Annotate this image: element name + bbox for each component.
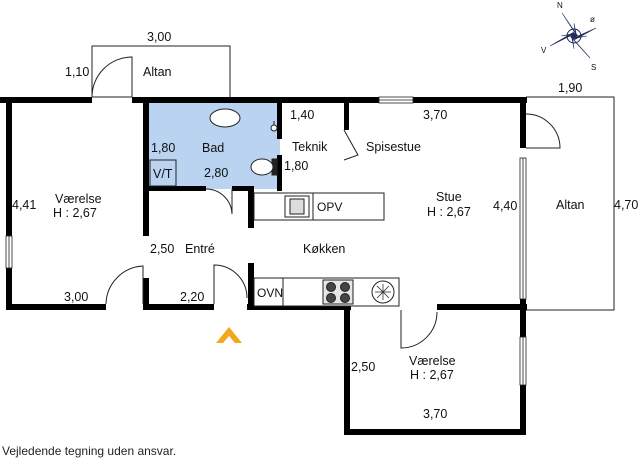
altan-top-outline	[91, 45, 231, 97]
compass-s: S	[591, 63, 596, 72]
label-altan-right: Altan	[556, 198, 585, 212]
label-ovn: OVN	[257, 286, 283, 300]
label-spisestue: Spisestue	[366, 140, 421, 154]
label-vaer1-height: H : 2,67	[53, 206, 97, 220]
bathroom-fixtures	[149, 108, 278, 187]
altan-right-outline	[526, 96, 615, 311]
compass-icon: N ø V S	[541, 1, 596, 72]
interior-walls	[143, 103, 349, 310]
kitchen-counters	[253, 192, 400, 307]
dim-bad-width: 2,80	[204, 166, 228, 180]
label-kokken: Køkken	[303, 242, 345, 256]
shower-icon	[270, 121, 278, 132]
windows	[5, 96, 527, 386]
toilet-icon	[250, 158, 274, 176]
compass-o: ø	[590, 15, 595, 24]
door-swings	[91, 56, 561, 349]
label-entre: Entré	[185, 242, 215, 256]
dim-entre: 2,50	[150, 242, 174, 256]
sink-icon	[209, 108, 241, 128]
dim-altan-right-width: 1,90	[558, 81, 582, 95]
dim-bad: 1,80	[151, 141, 175, 155]
plan-labels: 3,00 1,10 Altan 4,41 Værelse H : 2,67 3,…	[12, 30, 638, 421]
label-altan-top: Altan	[143, 65, 172, 79]
dim-vaer2-width: 3,70	[423, 407, 447, 421]
dim-teknik-depth: 1,80	[284, 159, 308, 173]
label-vaer2-height: H : 2,67	[410, 368, 454, 382]
compass-v: V	[541, 46, 547, 55]
exterior-walls	[0, 97, 527, 435]
dim-altan-right-depth: 4,70	[614, 198, 638, 212]
label-stue-height: H : 2,67	[427, 205, 471, 219]
label-bad: Bad	[202, 141, 224, 155]
dim-stue-depth: 4,40	[493, 199, 517, 213]
dim-stue-width: 3,70	[423, 108, 447, 122]
label-teknik: Teknik	[292, 140, 328, 154]
dim-altan-top-depth: 1,10	[65, 65, 89, 79]
dim-vaer2-depth: 2,50	[351, 360, 375, 374]
label-vaer1-name: Værelse	[55, 192, 102, 206]
entrance-arrow-icon	[216, 327, 242, 343]
label-opv: OPV	[317, 200, 342, 214]
disclaimer-text: Vejledende tegning uden ansvar.	[2, 444, 177, 458]
label-vt: V/T	[153, 167, 173, 181]
compass-n: N	[557, 1, 563, 10]
label-stue-name: Stue	[436, 190, 462, 204]
dim-teknik-width: 1,40	[290, 108, 314, 122]
dim-entre-width: 2,20	[180, 290, 204, 304]
dim-vaer1-depth: 4,41	[12, 198, 36, 212]
dim-altan-top-width: 3,00	[147, 30, 171, 44]
dim-vaer1-width: 3,00	[64, 290, 88, 304]
label-vaer2-name: Værelse	[409, 354, 456, 368]
